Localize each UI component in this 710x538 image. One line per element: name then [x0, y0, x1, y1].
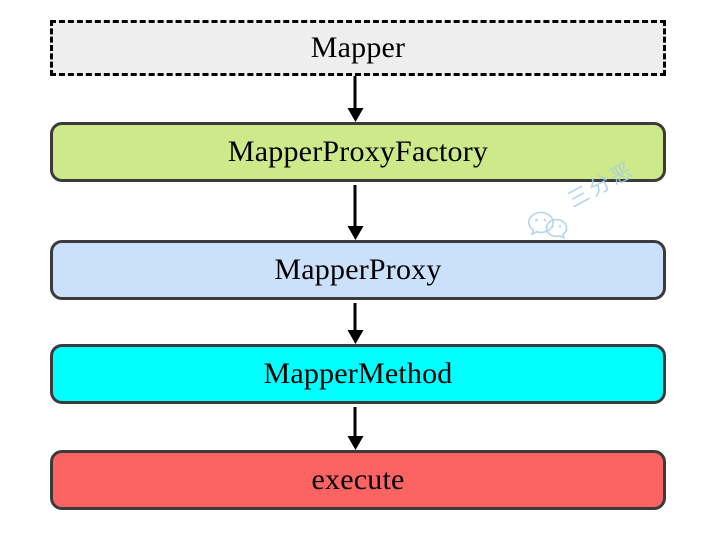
node-label: MapperProxyFactory [227, 135, 489, 168]
node-execute[interactable]: execute [50, 450, 666, 510]
watermark: 三分恶 [524, 157, 674, 244]
node-label: MapperMethod [263, 357, 453, 390]
arrow-shaft [353, 76, 357, 108]
arrow-shaft [353, 407, 357, 436]
edge-mapper-to-mapper-proxy-factory [347, 76, 363, 122]
node-label: Mapper [310, 31, 406, 64]
node-label: MapperProxy [274, 253, 442, 286]
arrow-head-icon [347, 226, 363, 240]
edge-mapper-method-to-execute [347, 407, 363, 450]
arrow-head-icon [347, 436, 363, 450]
arrow-shaft [353, 303, 357, 330]
node-label: execute [311, 463, 405, 496]
node-mapper[interactable]: Mapper [50, 20, 666, 76]
node-mapper-proxy-factory[interactable]: MapperProxyFactory [50, 122, 666, 182]
arrow-head-icon [347, 330, 363, 344]
arrow-head-icon [347, 108, 363, 122]
node-mapper-method[interactable]: MapperMethod [50, 344, 666, 404]
arrow-shaft [353, 185, 357, 226]
wechat-icon [527, 211, 568, 240]
edge-mapper-proxy-to-mapper-method [347, 303, 363, 344]
node-mapper-proxy[interactable]: MapperProxy [50, 240, 666, 300]
edge-mapper-proxy-factory-to-mapper-proxy [347, 185, 363, 240]
